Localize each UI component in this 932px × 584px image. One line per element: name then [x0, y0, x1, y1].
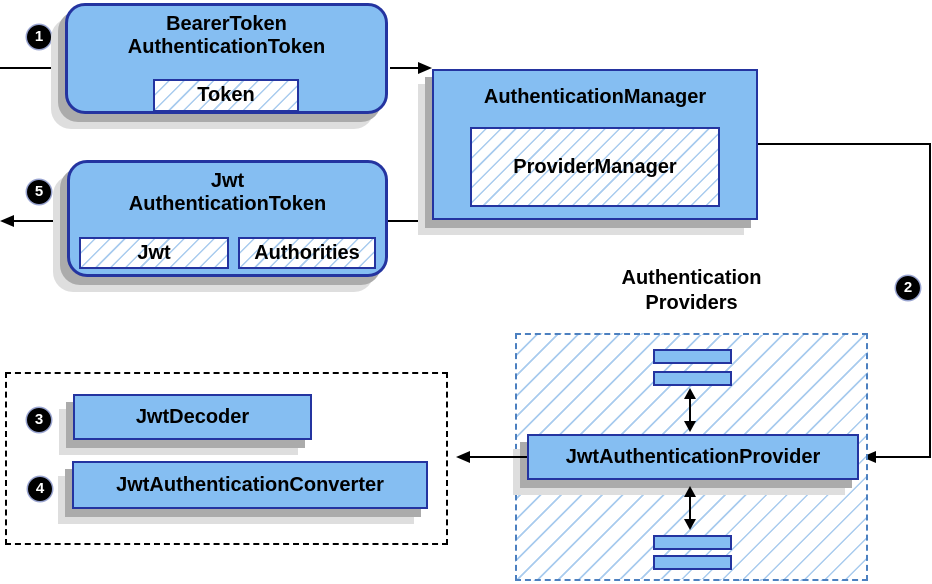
step-5-badge: 5: [27, 180, 51, 204]
double-arrow-line: [689, 395, 691, 424]
provider-to-decoder-arrowhead-icon: [456, 451, 470, 463]
provider-placeholder-bar: [653, 371, 732, 386]
decoder-converter-group: [5, 372, 448, 545]
step-3-badge: 3: [27, 408, 51, 432]
jwt-token-out-arrowhead-icon: [0, 215, 14, 227]
provider-placeholder-bar: [653, 535, 732, 550]
jwt-token-out-line: [12, 220, 67, 222]
authentication-manager-title: AuthenticationManager: [483, 86, 707, 108]
jwt-authentication-converter-node: JwtAuthenticationConverter: [72, 461, 428, 509]
authentication-providers-label-line1: Authentication: [621, 267, 762, 289]
bearer-token-node: BearerToken AuthenticationToken Token: [65, 3, 388, 114]
authorities-chip: Authorities: [238, 237, 376, 269]
double-arrow-down-icon: [684, 519, 696, 530]
step-1-badge: 1: [27, 25, 51, 49]
jwt-token-title-line2: AuthenticationToken: [128, 193, 327, 215]
jwt-decoder-node: JwtDecoder: [73, 394, 312, 440]
provider-to-decoder-line: [468, 456, 527, 458]
bearer-token-title-line1: BearerToken: [166, 13, 287, 35]
authentication-providers-label-line2: Providers: [645, 292, 738, 314]
manager-to-provider-line-bottom: [874, 456, 931, 458]
incoming-request-line: [0, 67, 66, 69]
bearer-to-manager-arrowhead-icon: [418, 62, 432, 74]
manager-to-provider-line-right: [929, 143, 931, 457]
provider-manager-chip: ProviderManager: [470, 127, 720, 207]
bearer-token-title-line2: AuthenticationToken: [127, 36, 326, 58]
jwt-token-title-line1: Jwt: [210, 170, 245, 192]
jwt-authentication-provider-node: JwtAuthenticationProvider: [527, 434, 859, 480]
manager-to-jwt-token-line: [388, 220, 432, 222]
double-arrow-down-icon: [684, 421, 696, 432]
double-arrow-line: [689, 493, 691, 522]
bearer-token-title: BearerToken AuthenticationToken: [68, 6, 385, 59]
jwt-authentication-token-node: Jwt AuthenticationToken Jwt Authorities: [67, 160, 388, 277]
authentication-manager-node: AuthenticationManager ProviderManager: [432, 69, 758, 220]
bearer-to-manager-line: [390, 67, 420, 69]
token-chip: Token: [153, 79, 299, 112]
manager-to-provider-line-top: [758, 143, 931, 145]
double-arrow-up-icon: [684, 486, 696, 497]
jwt-chip: Jwt: [79, 237, 229, 269]
provider-placeholder-bar: [653, 555, 732, 570]
provider-placeholder-bar: [653, 349, 732, 364]
authentication-providers-label: Authentication Providers: [515, 266, 868, 316]
jwt-token-title: Jwt AuthenticationToken: [70, 163, 385, 216]
step-4-badge: 4: [28, 477, 52, 501]
double-arrow-up-icon: [684, 388, 696, 399]
step-2-badge: 2: [896, 276, 920, 300]
